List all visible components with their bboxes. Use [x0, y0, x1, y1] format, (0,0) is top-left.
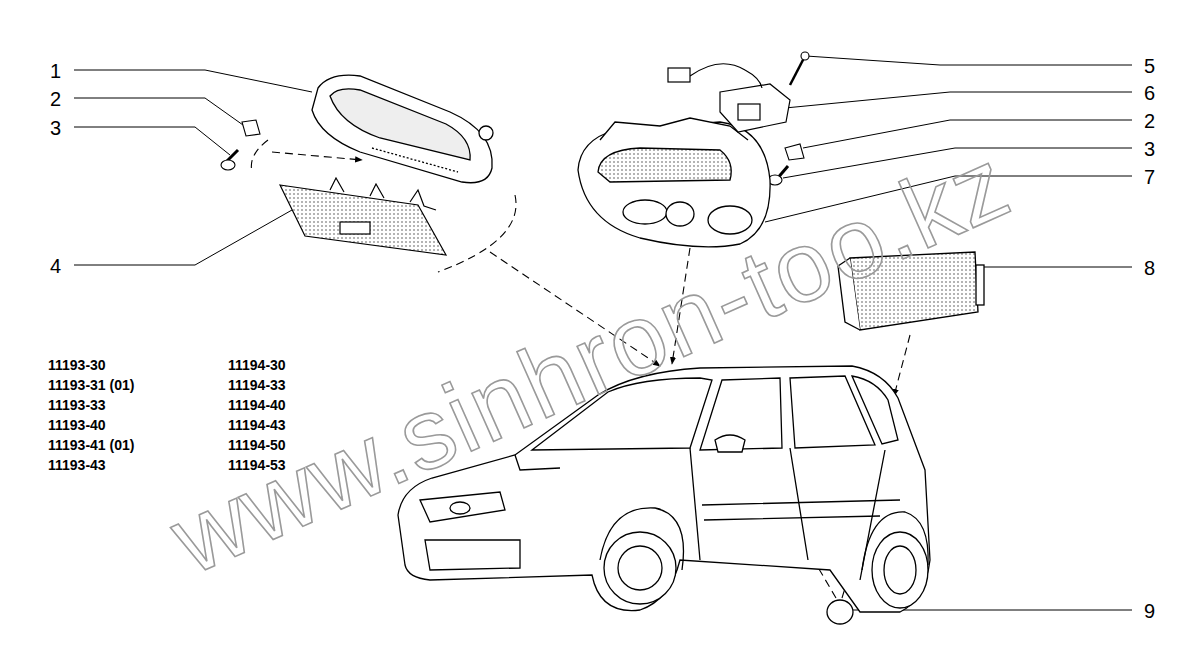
model-code: 11194-30 — [228, 357, 286, 373]
model-code: 11193-31 (01) — [48, 377, 134, 393]
model-code: 11193-33 — [48, 397, 106, 413]
callout-number: 3 — [1144, 138, 1155, 161]
callout-number: 1 — [50, 60, 61, 83]
callout-number: 3 — [50, 117, 61, 140]
callout-number: 2 — [50, 88, 61, 111]
model-code: 11194-33 — [228, 377, 286, 393]
callout-number: 9 — [1144, 600, 1155, 623]
lens — [280, 178, 446, 255]
callout-number: 6 — [1144, 82, 1155, 105]
model-code: 11194-40 — [228, 397, 286, 413]
callout-number: 4 — [50, 255, 61, 278]
model-code: 11193-30 — [48, 357, 106, 373]
clips-and-screws — [221, 52, 809, 185]
model-code: 11193-41 (01) — [48, 437, 134, 453]
sensor — [668, 64, 790, 132]
callout-number: 5 — [1144, 55, 1155, 78]
callout-number: 7 — [1144, 166, 1155, 189]
model-code: 11193-43 — [48, 457, 106, 473]
ceiling-console — [578, 118, 770, 247]
callout-number: 8 — [1144, 257, 1155, 280]
model-code: 11194-43 — [228, 417, 286, 433]
callout-number: 2 — [1144, 110, 1155, 133]
model-code: 11193-40 — [48, 417, 106, 433]
dome-lamp-frame — [312, 75, 493, 183]
door-switch-cap — [827, 600, 853, 624]
